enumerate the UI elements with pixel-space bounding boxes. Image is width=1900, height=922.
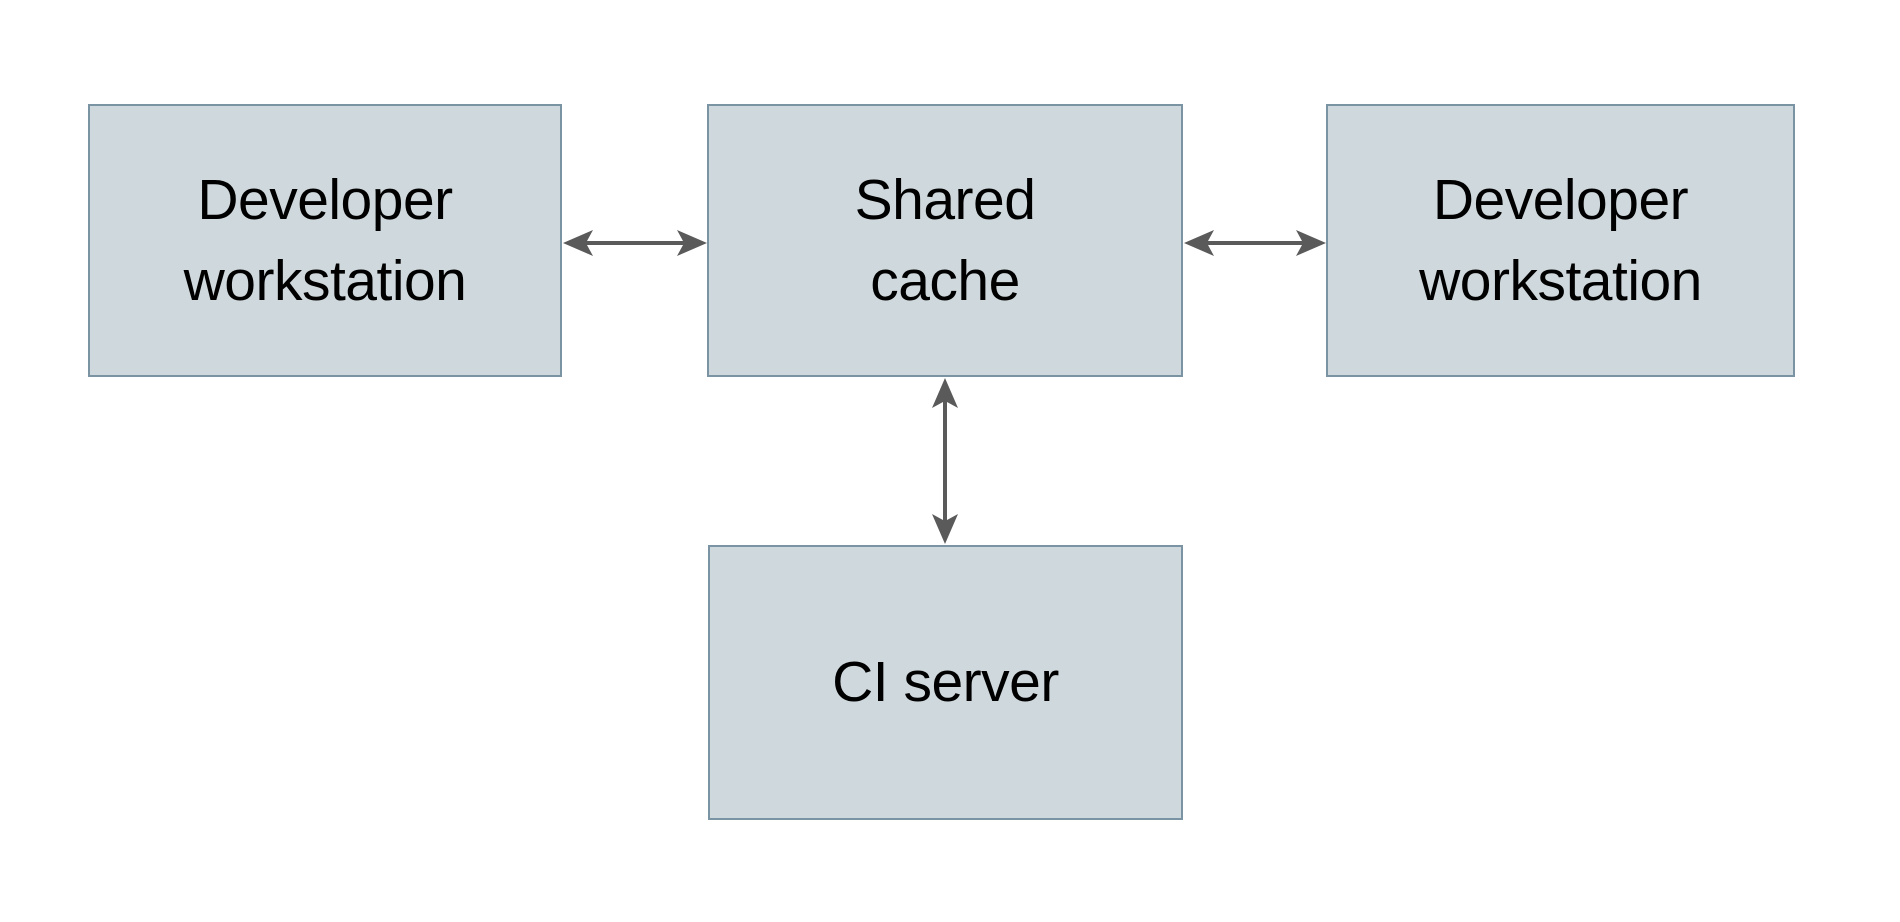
node-ci-server[interactable]: CI server xyxy=(708,545,1183,820)
double-arrow-icon xyxy=(932,378,958,544)
double-arrow-icon xyxy=(563,230,707,256)
edge-developer-workstation-left-to-shared-cache[interactable] xyxy=(560,222,710,264)
node-label: CI server xyxy=(832,650,1059,715)
edge-shared-cache-to-ci-server[interactable] xyxy=(924,375,966,547)
node-label: Developer workstation xyxy=(183,167,467,313)
edge-shared-cache-to-developer-workstation-right[interactable] xyxy=(1181,222,1329,264)
node-shared-cache[interactable]: Shared cache xyxy=(707,104,1183,377)
node-label: Shared cache xyxy=(854,167,1036,313)
double-arrow-icon xyxy=(1184,230,1326,256)
node-developer-workstation-left[interactable]: Developer workstation xyxy=(88,104,562,377)
node-developer-workstation-right[interactable]: Developer workstation xyxy=(1326,104,1795,377)
node-label: Developer workstation xyxy=(1419,167,1702,313)
